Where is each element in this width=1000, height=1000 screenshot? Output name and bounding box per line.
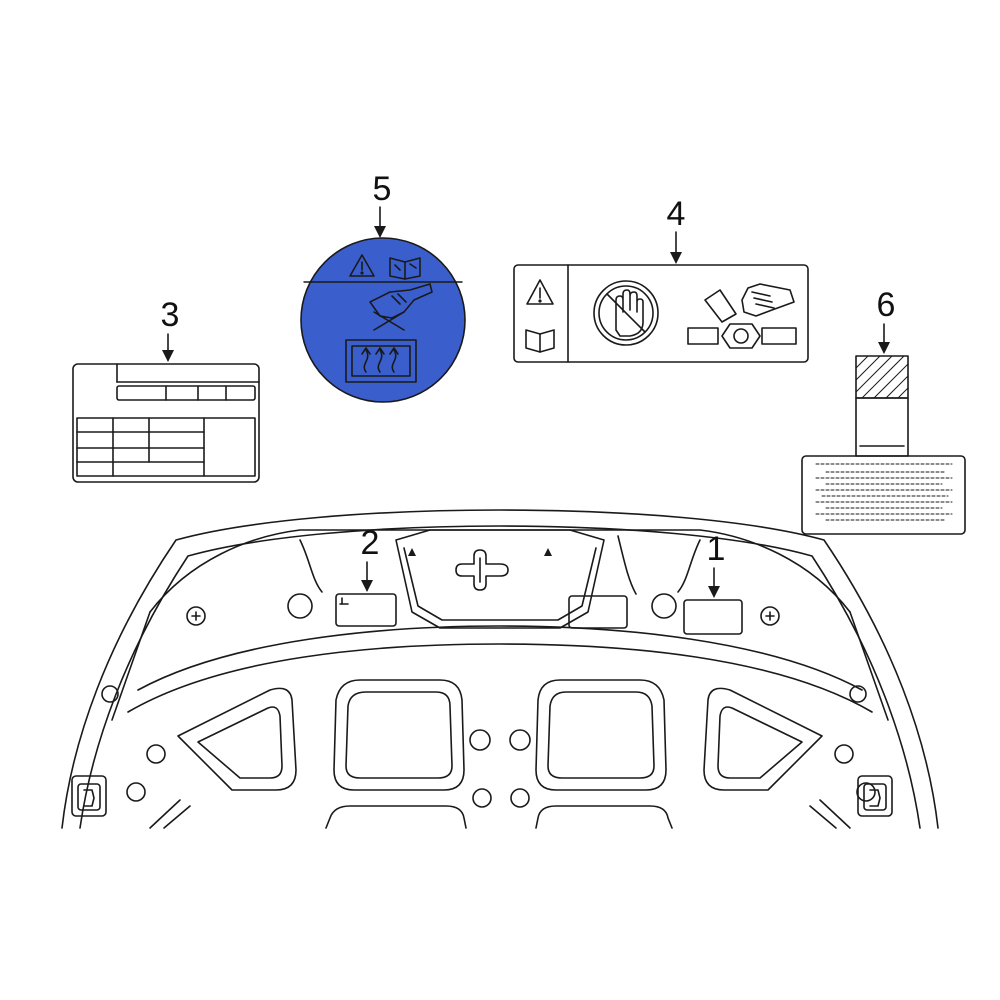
no-hand-icon <box>593 280 659 346</box>
callout-5: 5 <box>373 170 392 208</box>
hot-radiator-icon <box>345 339 417 383</box>
manual-book-icon <box>525 329 555 353</box>
part-2-label[interactable]: 2 <box>335 524 397 627</box>
manual-book-icon <box>389 257 421 280</box>
hood-assembly <box>61 509 939 829</box>
label-5-body <box>300 237 466 403</box>
fan-hand-icon <box>687 283 797 349</box>
warning-triangle-icon <box>349 254 375 277</box>
callout-1: 1 <box>707 530 726 568</box>
part-4-caution-label[interactable]: 4 <box>513 195 809 363</box>
callout-6: 6 <box>877 286 896 324</box>
callout-3: 3 <box>161 296 180 334</box>
cross-mark-icon <box>373 311 405 331</box>
part-6-emission-label[interactable]: 6 <box>801 286 966 535</box>
callout-2: 2 <box>361 524 380 562</box>
part-1-label[interactable]: 1 <box>683 530 743 635</box>
hand-icon <box>369 283 433 319</box>
part-3-information-label[interactable]: 3 <box>72 296 260 483</box>
latch-cross-icon <box>455 549 509 591</box>
part-5-caution-label[interactable]: 5 <box>300 170 466 403</box>
hinge-bracket-right <box>857 775 893 817</box>
callout-4: 4 <box>667 195 686 233</box>
warning-triangle-icon <box>526 279 554 305</box>
hinge-bracket-left <box>71 775 107 817</box>
